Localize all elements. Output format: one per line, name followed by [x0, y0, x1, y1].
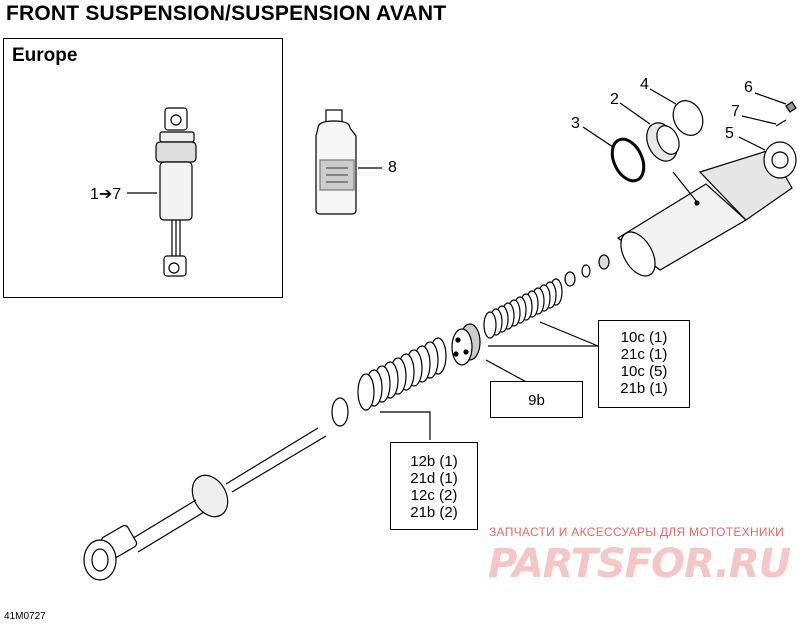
leader-7	[741, 115, 777, 125]
top-washers	[564, 254, 610, 287]
shock-body	[616, 141, 797, 277]
callout-2: 2	[610, 91, 619, 108]
inset-shock-absorber	[155, 107, 197, 277]
item-6-screw	[785, 101, 797, 113]
inset-label: Europe	[12, 45, 78, 66]
spec-box-bottom: 12b (1) 21d (1) 12c (2) 21b (2)	[390, 442, 478, 530]
piston-shaft	[83, 427, 327, 581]
spec-bottom-line: 12c (2)	[410, 487, 458, 504]
callout-8: 8	[388, 159, 397, 176]
spec-bottom-line: 12b (1)	[410, 453, 458, 470]
lower-shim-stack	[357, 337, 447, 411]
item-3-oring	[610, 137, 646, 183]
leader-2	[619, 102, 651, 125]
drawing-code: 41M0727	[4, 611, 46, 622]
callout-7: 7	[731, 103, 740, 120]
spec-box-9b: 9b	[490, 381, 583, 418]
spec-box-right: 10c (1) 21c (1) 10c (5) 21b (1)	[598, 320, 690, 408]
callout-1-7: 1➔7	[90, 186, 122, 203]
callout-4: 4	[640, 76, 649, 93]
piston-9b	[451, 323, 481, 366]
spec-right-line: 21b (1)	[620, 380, 668, 397]
leader-right-stack-2	[539, 321, 599, 347]
leader-4	[649, 88, 677, 105]
spec-bottom-line: 21d (1)	[410, 470, 458, 487]
leader-9b	[485, 359, 531, 385]
spec-right-line: 10c (5)	[620, 363, 668, 380]
item-7-washer	[775, 119, 787, 127]
spec-mid-label: 9b	[528, 392, 545, 409]
watermark-logo: PARTSFOR.RU	[488, 541, 791, 587]
callout-6: 6	[744, 79, 753, 96]
leader-body	[672, 171, 698, 203]
callout-3: 3	[571, 115, 580, 132]
watermark-tagline: ЗАПЧАСТИ И АКСЕССУАРЫ ДЛЯ МОТОТЕХНИКИ	[489, 525, 785, 539]
upper-shim-stack	[483, 278, 563, 339]
europe-inset-box: Europe	[3, 38, 283, 298]
spec-right-line: 21c (1)	[620, 346, 668, 363]
leader-5	[738, 136, 766, 151]
leader-3	[582, 126, 614, 148]
spec-bottom-line: 21b (2)	[410, 504, 458, 521]
lower-washer	[331, 397, 349, 427]
inset-oil-bottle	[315, 109, 357, 215]
callout-5: 5	[725, 125, 734, 142]
leader-bottom-stack	[380, 411, 431, 440]
leader-6	[754, 92, 787, 105]
item-2-bearing	[646, 122, 680, 162]
item-4-cap	[672, 100, 704, 136]
spec-right-line: 10c (1)	[620, 329, 668, 346]
page-title: FRONT SUSPENSION/SUSPENSION AVANT	[6, 2, 447, 25]
